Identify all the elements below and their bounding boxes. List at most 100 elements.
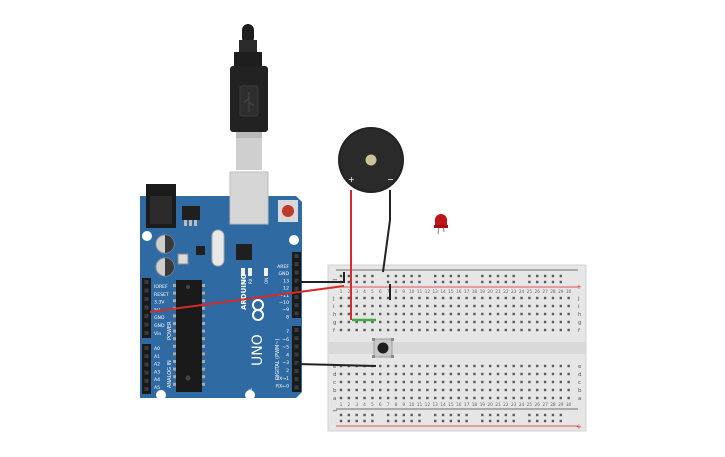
breadboard-hole[interactable] [355,312,358,316]
header-pin[interactable] [294,336,299,341]
rail-hole[interactable] [488,419,492,423]
header-pin[interactable] [294,328,299,332]
breadboard-hole[interactable] [418,372,421,376]
breadboard-hole[interactable] [394,296,398,300]
breadboard-hole[interactable] [551,388,555,392]
breadboard-hole[interactable] [559,328,562,332]
breadboard-hole[interactable] [528,320,531,324]
breadboard-hole[interactable] [371,388,374,392]
breadboard-hole[interactable] [347,372,351,376]
breadboard-hole[interactable] [520,328,523,332]
breadboard-hole[interactable] [441,328,445,332]
rail-hole[interactable] [488,280,492,284]
breadboard-hole[interactable] [449,320,453,324]
header-pin[interactable] [294,377,299,382]
rail-hole[interactable] [512,419,515,423]
rail-hole[interactable] [559,274,562,278]
breadboard-hole[interactable] [536,296,539,300]
rail-hole[interactable] [496,280,500,284]
rail-hole[interactable] [371,419,374,423]
breadboard-hole[interactable] [394,328,398,332]
rail-hole[interactable] [504,419,508,423]
breadboard-hole[interactable] [567,396,570,400]
breadboard-hole[interactable] [551,396,555,400]
rail-hole[interactable] [386,274,390,278]
breadboard-hole[interactable] [371,304,374,308]
header-pin[interactable] [294,295,299,299]
breadboard-hole[interactable] [441,364,445,368]
breadboard-hole[interactable] [465,364,468,368]
breadboard-hole[interactable] [473,364,476,368]
rail-hole[interactable] [394,413,398,417]
rail-hole[interactable] [434,419,437,423]
rail-hole[interactable] [441,280,445,284]
breadboard-hole[interactable] [441,304,445,308]
rail-hole[interactable] [457,419,460,423]
breadboard-hole[interactable] [496,396,500,400]
breadboard-hole[interactable] [551,304,555,308]
breadboard-hole[interactable] [410,372,413,376]
breadboard-hole[interactable] [473,320,476,324]
breadboard-hole[interactable] [426,320,429,324]
breadboard-hole[interactable] [355,388,358,392]
rail-hole[interactable] [528,274,531,278]
breadboard-hole[interactable] [363,372,366,376]
breadboard-hole[interactable] [496,388,500,392]
breadboard-hole[interactable] [465,296,468,300]
breadboard-hole[interactable] [434,372,437,376]
breadboard-hole[interactable] [512,396,515,400]
rail-hole[interactable] [481,274,484,278]
breadboard-hole[interactable] [465,396,468,400]
breadboard-hole[interactable] [402,388,405,392]
rail-hole[interactable] [347,413,351,417]
breadboard-hole[interactable] [473,380,476,384]
rail-hole[interactable] [465,413,468,417]
breadboard-hole[interactable] [434,304,437,308]
header-pin[interactable] [144,280,149,284]
header-pin[interactable] [144,354,149,359]
header-pin[interactable] [294,352,299,357]
rail-hole[interactable] [543,280,547,284]
breadboard-hole[interactable] [363,304,366,308]
breadboard-hole[interactable] [504,296,508,300]
rail-hole[interactable] [465,274,468,278]
breadboard-hole[interactable] [488,312,492,316]
rail-hole[interactable] [402,274,405,278]
breadboard-hole[interactable] [520,364,523,368]
rail-hole[interactable] [347,280,351,284]
rail-hole[interactable] [410,419,413,423]
breadboard-hole[interactable] [410,380,413,384]
rail-hole[interactable] [465,419,468,423]
breadboard-hole[interactable] [402,372,405,376]
breadboard-hole[interactable] [559,320,562,324]
rail-hole[interactable] [418,274,421,278]
breadboard-hole[interactable] [481,328,484,332]
breadboard-hole[interactable] [402,320,405,324]
breadboard-hole[interactable] [402,312,405,316]
rail-hole[interactable] [371,274,374,278]
breadboard-hole[interactable] [449,380,453,384]
breadboard-hole[interactable] [536,312,539,316]
breadboard-hole[interactable] [441,372,445,376]
rail-hole[interactable] [434,274,437,278]
breadboard-hole[interactable] [402,396,405,400]
breadboard-hole[interactable] [488,380,492,384]
breadboard-hole[interactable] [536,364,539,368]
breadboard-hole[interactable] [567,380,570,384]
breadboard-hole[interactable] [520,388,523,392]
breadboard-hole[interactable] [567,364,570,368]
rail-hole[interactable] [504,280,508,284]
breadboard-hole[interactable] [481,396,484,400]
breadboard-hole[interactable] [363,396,366,400]
breadboard-hole[interactable] [559,296,562,300]
breadboard-hole[interactable] [339,388,343,392]
breadboard-hole[interactable] [347,312,351,316]
rail-hole[interactable] [543,413,547,417]
breadboard-hole[interactable] [536,372,539,376]
breadboard-hole[interactable] [543,364,547,368]
rail-hole[interactable] [504,413,508,417]
rail-hole[interactable] [559,413,562,417]
breadboard-hole[interactable] [481,304,484,308]
header-pin[interactable] [144,346,149,350]
breadboard-hole[interactable] [457,388,460,392]
